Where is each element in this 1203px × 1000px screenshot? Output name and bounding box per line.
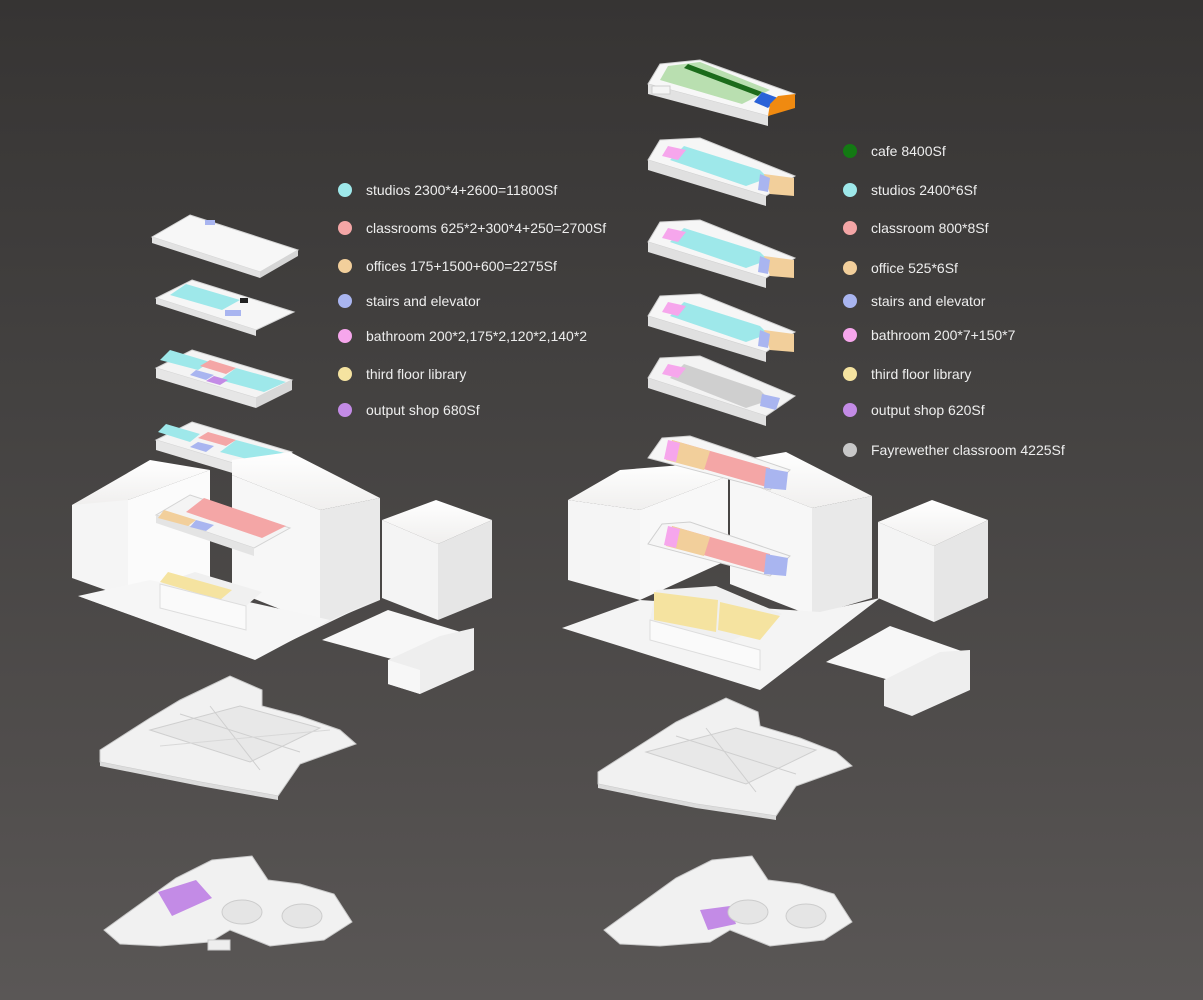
legend-swatch	[843, 403, 857, 417]
legend-swatch	[843, 367, 857, 381]
legend-label: cafe 8400Sf	[871, 143, 946, 159]
left-scheme	[72, 214, 492, 951]
right-cafe-roof	[647, 59, 797, 126]
right-studio-floor-3	[647, 293, 797, 362]
legend-swatch	[843, 261, 857, 275]
legend-label: output shop 620Sf	[871, 402, 985, 418]
legend-label: third floor library	[366, 366, 467, 382]
legend-swatch	[843, 183, 857, 197]
legend-swatch	[843, 328, 857, 342]
legend-label: studios 2400*6Sf	[871, 182, 977, 198]
legend-swatch	[338, 329, 352, 343]
left-building-mass	[72, 452, 492, 694]
legend-label: bathroom 200*7+150*7	[871, 327, 1016, 343]
left-studio-floor-upper	[154, 349, 294, 408]
right-studio-floor-1	[647, 137, 797, 206]
legend-label: classroom 800*8Sf	[871, 220, 989, 236]
right-studio-floor-2	[647, 219, 797, 288]
legend-label: Fayrewether classroom 4225Sf	[871, 442, 1065, 458]
legend-label: offices 175+1500+600=2275Sf	[366, 258, 557, 274]
legend-label: stairs and elevator	[871, 293, 986, 309]
legend-swatch	[338, 403, 352, 417]
legend-swatch	[338, 221, 352, 235]
legend-label: output shop 680Sf	[366, 402, 480, 418]
left-basement-plan	[103, 855, 353, 951]
legend-swatch	[843, 144, 857, 158]
right-basement-plan	[603, 855, 853, 947]
legend-swatch	[338, 183, 352, 197]
legend-swatch	[843, 221, 857, 235]
legend-label: studios 2300*4+2600=11800Sf	[366, 182, 558, 198]
right-scheme	[562, 59, 988, 947]
legend-label: bathroom 200*2,175*2,120*2,140*2	[366, 328, 588, 344]
legend-label: stairs and elevator	[366, 293, 481, 309]
right-ground-floor-plan	[597, 697, 853, 820]
left-ground-floor-plan	[99, 675, 357, 800]
right-building-mass	[562, 435, 988, 716]
legend-swatch	[843, 443, 857, 457]
legend-label: office 525*6Sf	[871, 260, 958, 276]
right-fayrewether-floor	[647, 355, 797, 426]
legend-swatch	[843, 294, 857, 308]
legend-swatch	[338, 259, 352, 273]
legend-swatch	[338, 367, 352, 381]
legend-label: third floor library	[871, 366, 972, 382]
legend-swatch	[338, 294, 352, 308]
left-top-floor	[154, 279, 296, 336]
legend-label: classrooms 625*2+300*4+250=2700Sf	[366, 220, 607, 236]
left-roof-level	[150, 214, 300, 278]
